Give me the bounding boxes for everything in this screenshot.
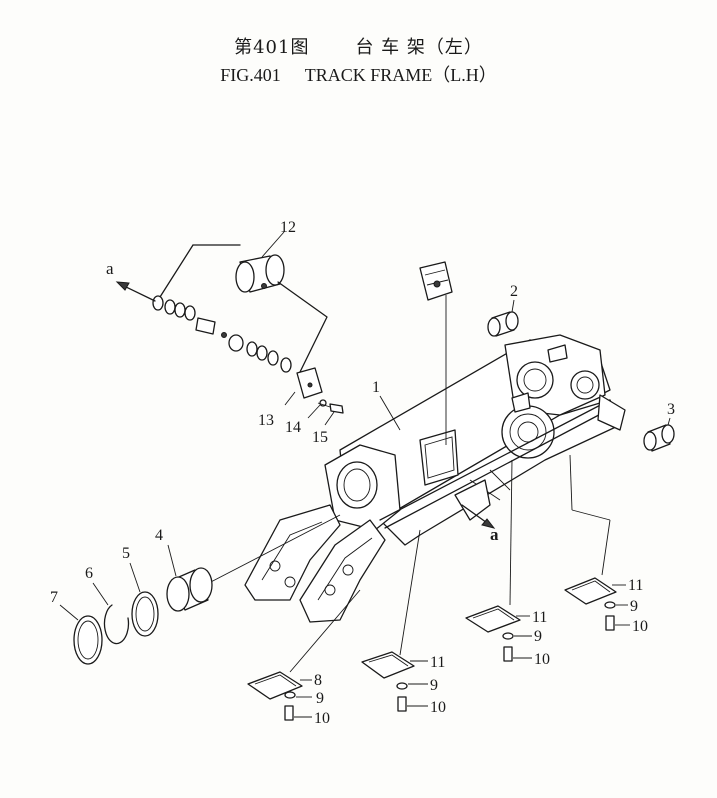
bore-parts bbox=[59, 514, 341, 665]
guard-plate-11-b bbox=[465, 459, 532, 662]
callout-13: 13 bbox=[258, 412, 274, 429]
callout-15: 15 bbox=[312, 429, 328, 446]
callout-10-a: 10 bbox=[314, 710, 330, 727]
title-en-name: TRACK FRAME（L.H） bbox=[304, 64, 497, 85]
bushing-part-2 bbox=[487, 299, 519, 337]
callout-9-a: 9 bbox=[316, 690, 324, 707]
callout-10-d: 10 bbox=[632, 618, 648, 635]
callout-9-c: 9 bbox=[534, 628, 542, 645]
arrow-a-left-label: a bbox=[106, 259, 114, 278]
figure-title: 第401图 台 车 架（左） FIG.401 TRACK FRAME（L.H） bbox=[0, 34, 717, 90]
leader-part-1 bbox=[379, 395, 401, 431]
callout-10-c: 10 bbox=[534, 651, 550, 668]
callout-14: 14 bbox=[285, 419, 301, 436]
callout-2: 2 bbox=[510, 283, 518, 300]
title-en-fig: FIG.401 bbox=[220, 64, 281, 85]
arrow-a-right-label: a bbox=[490, 525, 499, 544]
top-bracket-part bbox=[419, 261, 453, 445]
callout-10-b: 10 bbox=[430, 699, 446, 716]
guard-plate-11-a bbox=[361, 529, 428, 712]
guard-plate-8 bbox=[247, 589, 361, 721]
callout-3: 3 bbox=[667, 401, 675, 418]
arrow-a-right bbox=[461, 504, 496, 529]
callout-11-b: 11 bbox=[532, 609, 547, 626]
bushing-part-3 bbox=[643, 417, 675, 452]
pin-assembly bbox=[152, 231, 344, 426]
callout-12: 12 bbox=[280, 219, 296, 236]
callout-4: 4 bbox=[155, 527, 163, 544]
arrow-a-left bbox=[115, 281, 156, 302]
callout-11-c: 11 bbox=[628, 577, 643, 594]
callout-1: 1 bbox=[372, 379, 380, 396]
callout-6: 6 bbox=[85, 565, 93, 582]
callout-5: 5 bbox=[122, 545, 130, 562]
callout-8: 8 bbox=[314, 672, 322, 689]
track-frame-body bbox=[244, 334, 626, 623]
title-chinese: 第401图 台 车 架（左） bbox=[0, 34, 717, 62]
callout-9-d: 9 bbox=[630, 598, 638, 615]
title-cn-fig: 第401图 bbox=[234, 37, 310, 58]
callout-7: 7 bbox=[50, 589, 58, 606]
callout-11-a: 11 bbox=[430, 654, 445, 671]
callout-9-b: 9 bbox=[430, 677, 438, 694]
title-cn-name: 台 车 架（左） bbox=[355, 37, 483, 58]
title-english: FIG.401 TRACK FRAME（L.H） bbox=[0, 62, 717, 90]
guard-plate-11-c bbox=[564, 454, 630, 631]
